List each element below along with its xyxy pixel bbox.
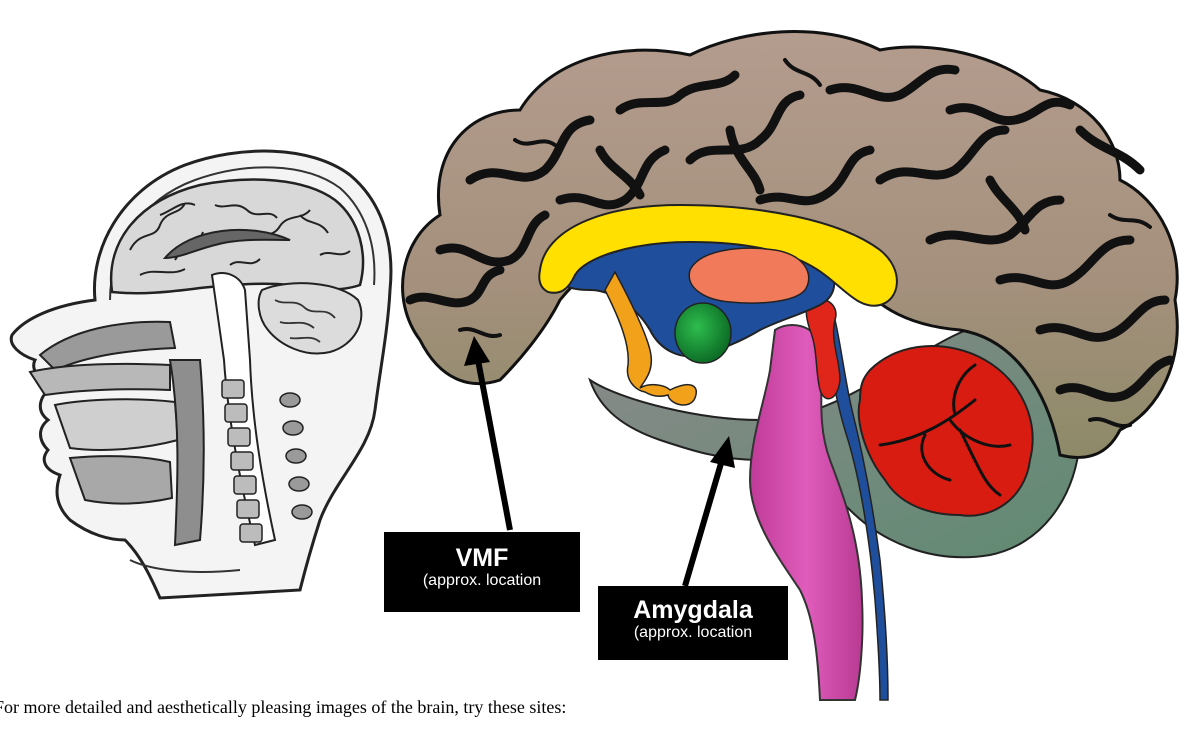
amygdala-arrow [685, 436, 735, 586]
vmf-label-title: VMF [384, 544, 580, 572]
thalamus [689, 248, 809, 303]
head-section-illustration [11, 151, 391, 598]
caption-text: For more detailed and aesthetically plea… [0, 697, 566, 718]
green-nucleus [675, 303, 731, 363]
amygdala-label-subtitle: (approx. location [598, 624, 788, 642]
vmf-label-subtitle: (approx. location [384, 572, 580, 590]
vmf-label: VMF (approx. location [384, 532, 580, 612]
amygdala-label: Amygdala (approx. location [598, 586, 788, 660]
amygdala-label-title: Amygdala [598, 596, 788, 624]
